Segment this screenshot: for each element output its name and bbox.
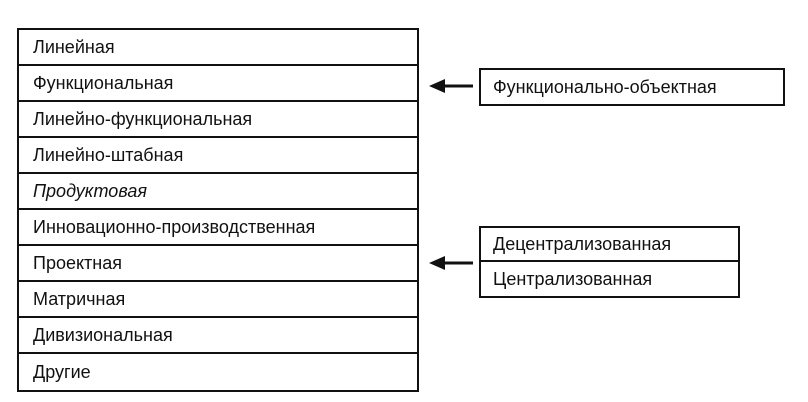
- row-produktovaya: Продуктовая: [19, 174, 417, 210]
- row-lineino-funktsionalnaya: Линейно-функциональная: [19, 102, 417, 138]
- arrow-left-icon: [429, 256, 473, 270]
- funktsionalno-obektnaya-box: Функционально-объектная: [479, 68, 785, 106]
- row-innovatsionno-proizvodstvennaya: Инновационно-производственная: [19, 210, 417, 246]
- row-detsentralizovannaya: Децентрализованная: [481, 228, 738, 262]
- row-proektnaya: Проектная: [19, 246, 417, 282]
- row-matrichnaya: Матричная: [19, 282, 417, 318]
- structure-types-table: Линейная Функциональная Линейно-функцион…: [17, 28, 419, 392]
- arrow-left-icon: [429, 79, 473, 93]
- row-tsentralizovannaya: Централизованная: [493, 269, 653, 289]
- row-lineino-shtabnaya: Линейно-штабная: [19, 138, 417, 174]
- row-funktsionalnaya: Функциональная: [19, 66, 417, 102]
- row-drugie: Другие: [33, 362, 91, 382]
- row-lineinaya: Линейная: [19, 30, 417, 66]
- centralization-table: Децентрализованная Централизованная: [479, 226, 740, 298]
- row-divizionalnaya: Дивизиональная: [19, 318, 417, 354]
